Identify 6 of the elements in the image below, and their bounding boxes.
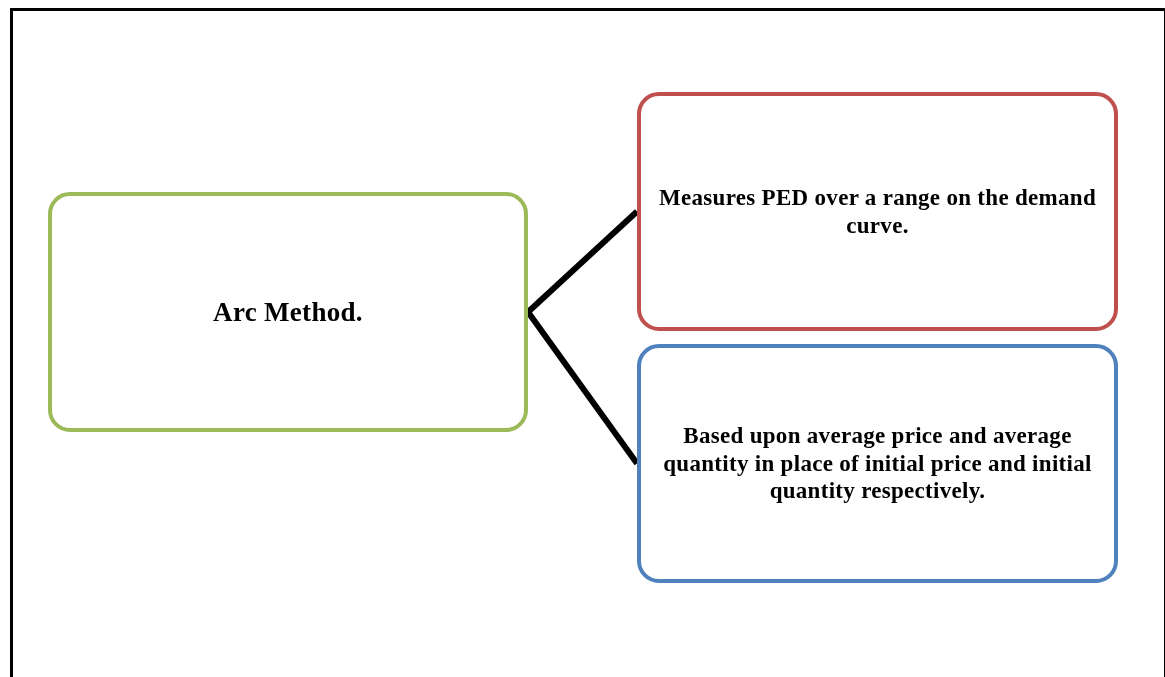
rounded-box: [48, 192, 528, 432]
box-text: Based upon average price and average quantity in place of initial price and initial quantity respectively.: [662, 422, 1093, 505]
rounded-box: [637, 344, 1118, 583]
rounded-box: [637, 92, 1118, 331]
box-text: Arc Method.: [213, 295, 363, 329]
box-text: Measures PED over a range on the demand curve.: [658, 183, 1097, 240]
